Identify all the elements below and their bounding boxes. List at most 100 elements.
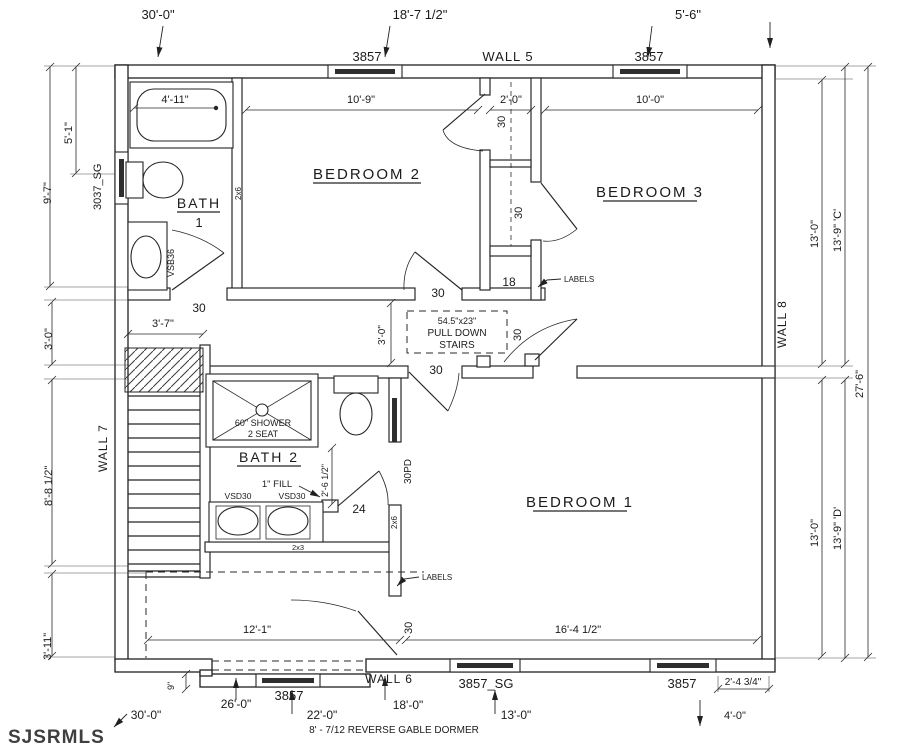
bottom-door-label: 30 — [403, 622, 415, 634]
bed3-door-label: 30 — [513, 207, 525, 219]
bedroom1-label: BEDROOM 1 — [526, 494, 634, 511]
fixtures — [125, 81, 379, 543]
interior-walls — [127, 77, 776, 597]
hall-door-leaf — [408, 371, 449, 412]
dim-12-1: 12'-1" — [243, 624, 271, 636]
bed3-door-arc — [542, 228, 578, 242]
wall5-label: WALL 5 — [482, 49, 533, 64]
stud-2x6-b-label: 2x6 — [390, 516, 399, 529]
bath2-door-leaf — [337, 470, 380, 507]
dim-left-3-11: 3'-11" — [42, 633, 54, 660]
window-3857-dormer — [255, 673, 321, 688]
wall-stairs — [199, 344, 211, 579]
dim-right-27-6: 27'-6" — [854, 370, 866, 398]
bed2-door-arc — [403, 251, 416, 291]
wall-closet-right-b — [530, 239, 542, 301]
vanity1-sink — [130, 235, 162, 279]
window-label-dormer: 3857 — [275, 688, 304, 703]
wall6-label: WALL 6 — [365, 672, 413, 686]
stair-landing-hatch — [124, 347, 204, 393]
bed3-door-leaf — [540, 182, 578, 230]
wall-hall-south-b — [461, 365, 534, 379]
dim-right-13-9-d: 13'-9" 'D' — [832, 507, 844, 550]
window-3857-top-right — [612, 64, 688, 79]
bedroom3-label: BEDROOM 3 — [596, 184, 704, 201]
room-label-underlines — [177, 182, 697, 512]
labels-note-a: LABELS — [564, 275, 594, 284]
window-3857-top-left — [327, 64, 403, 79]
stud-2x6-a-label: 2x6 — [234, 187, 243, 200]
bath2-label: BATH 2 — [239, 449, 299, 465]
dim-bot-30: 30'-0" — [131, 708, 162, 722]
pocket-door-label: 30PD — [403, 459, 414, 484]
wall-jamb-block-b — [524, 353, 540, 367]
dim-tub: 4'-11" — [161, 94, 188, 106]
dim-top-mid: 18'-7 1/2" — [393, 7, 448, 22]
dim-left-3-0: 3'-0" — [43, 328, 55, 350]
wall-hall-north-c — [461, 287, 546, 301]
bath2-door-arc — [378, 470, 389, 506]
dim-right-13-0-c: 13'-0" — [809, 220, 821, 248]
hall-door-label: 30 — [429, 363, 443, 377]
bathtub-inner — [136, 88, 227, 142]
dim-bot-2-4: 2'-4 3/4" — [725, 677, 762, 688]
dim-bath2-clear: 2'-6 1/2" — [320, 464, 330, 497]
window-label-bottom-sg: 3857_SG — [459, 676, 514, 691]
stair-treads — [128, 395, 200, 578]
wall-bath2-east — [388, 504, 402, 597]
dim-bot-9: 9" — [166, 682, 176, 690]
pulldown-line1: 54.5"x23" — [438, 316, 476, 326]
dim-bot-13: 13'-0" — [501, 708, 532, 722]
wall-closet-left-b — [479, 149, 491, 291]
shower-drain — [255, 403, 269, 417]
hall-door-arc — [447, 372, 460, 412]
dimensions — [44, 22, 876, 728]
bath1-label-line2: 1 — [195, 215, 202, 230]
labels-leader-b — [396, 576, 420, 587]
shower-label-line2: 2 SEAT — [248, 429, 279, 439]
pulldown-line2: PULL DOWN — [427, 328, 486, 339]
wall-closet-left-a — [479, 77, 491, 96]
bath1-label-line1: BATH — [177, 195, 221, 211]
dim-ticks — [45, 62, 873, 694]
vanity2-sink-left — [217, 506, 259, 536]
bed1-door-label: 30 — [512, 329, 524, 341]
pocket-door-panel — [392, 398, 397, 442]
linen-door-label: 18 — [502, 275, 516, 289]
dim-bed3-width: 10'-0" — [636, 94, 664, 106]
bed1-door-arc — [503, 318, 578, 363]
fill-note: 1" FILL — [262, 479, 292, 490]
dormer-overhead-dash — [212, 660, 366, 671]
bottom-door-arc — [290, 599, 357, 612]
dim-left-8-8: 8'-8 1/2" — [43, 466, 55, 506]
wall-jamb-block-a — [476, 355, 491, 368]
bed2-closet-door-leaf — [442, 93, 486, 131]
fill-leader — [298, 485, 321, 498]
dim-bot-18: 18'-0" — [393, 698, 424, 712]
tub-dim-dot — [213, 105, 219, 111]
pulldown-line3: STAIRS — [439, 340, 475, 351]
dim-left-5-1: 5'-1" — [63, 122, 75, 144]
dim-right-13-0-d: 13'-0" — [809, 519, 821, 547]
windows — [114, 64, 717, 688]
bed2-door-label: 30 — [431, 286, 445, 300]
leader-top-30 — [156, 25, 164, 58]
window-3857-bottom-right — [649, 658, 717, 673]
dormer-note: 8' - 7/12 REVERSE GABLE DORMER — [309, 725, 479, 736]
vanity2-right-label: VSD30 — [279, 491, 306, 501]
wall-closet-right-a — [530, 77, 542, 183]
dim-bed2-width: 10'-9" — [347, 94, 375, 106]
leader-bot-30 — [113, 713, 128, 728]
dim-bot-26: 26'-0" — [221, 697, 252, 711]
bed1-door-leaf — [534, 318, 578, 361]
dashed-lines — [145, 82, 512, 671]
leader-top-18-7 — [383, 25, 391, 58]
leader-top-5-6 — [646, 25, 653, 58]
dim-closet-width: 2'-0" — [500, 94, 522, 106]
dim-lines — [49, 67, 869, 690]
wall-hall-north-b — [226, 287, 416, 301]
window-label-top-left: 3857 — [353, 49, 382, 64]
window-3857sg-bottom — [449, 658, 521, 673]
dim-right-13-9-c: 13'-9" 'C' — [832, 209, 844, 252]
